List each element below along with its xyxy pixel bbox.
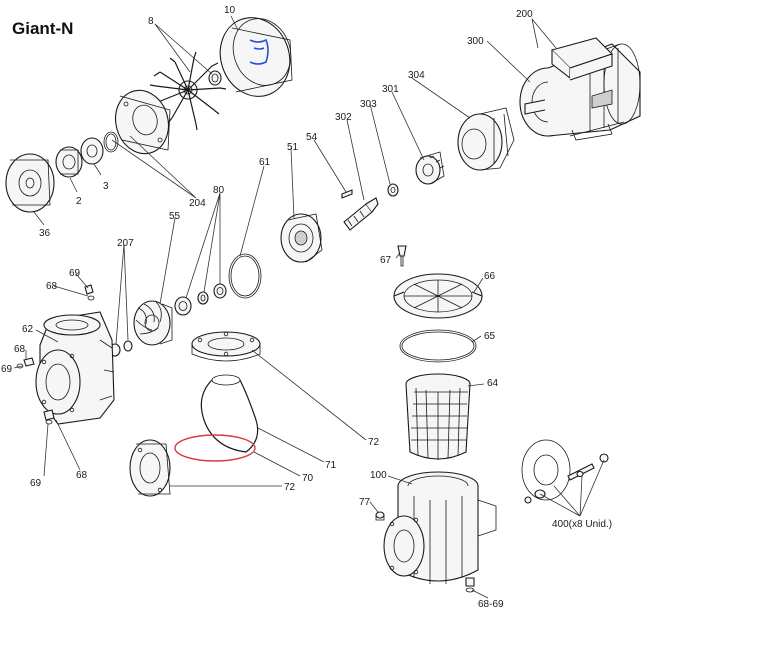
part-61-oring (228, 253, 262, 299)
label-8: 8 (148, 16, 154, 27)
part-304-adapter (457, 107, 515, 171)
part-80-seal-c (174, 296, 192, 316)
part-207-nut (109, 340, 133, 357)
label-65: 65 (484, 331, 496, 342)
label-300: 300 (467, 36, 484, 47)
label-68-69: 68-69 (478, 599, 504, 610)
part-36-end-cover (5, 153, 55, 213)
part-70-gasket (174, 434, 256, 462)
label-67: 67 (380, 255, 392, 266)
diagram-title: Giant-N (12, 19, 73, 38)
part-68-69-drain (465, 577, 475, 593)
part-65-lid-oring (399, 329, 477, 363)
label-36: 36 (39, 228, 51, 239)
label-72-upper: 72 (368, 437, 380, 448)
label-54: 54 (306, 132, 318, 143)
label-66: 66 (484, 271, 496, 282)
part-72-flange-upper (191, 331, 261, 362)
label-303: 303 (360, 99, 377, 110)
part-68-69-plug-bottom (43, 409, 55, 425)
label-3: 3 (103, 181, 109, 192)
label-62: 62 (22, 324, 34, 335)
label-304: 304 (408, 70, 425, 81)
label-61: 61 (259, 157, 271, 168)
label-68-top: 68 (46, 281, 58, 292)
part-204-housing (115, 89, 171, 155)
part-302-shaft (343, 197, 379, 231)
part-80-seal-a (213, 283, 227, 299)
leader-lines (13, 15, 605, 599)
part-3-oring (103, 131, 119, 153)
part-300-motor (519, 43, 641, 141)
label-207: 207 (117, 238, 134, 249)
part-64-basket (405, 373, 471, 460)
label-68-left: 68 (14, 344, 26, 355)
part-51-seal-plate (280, 213, 323, 263)
label-80: 80 (213, 185, 225, 196)
part-10-fan-cover (219, 17, 293, 97)
label-69-top: 69 (69, 268, 81, 279)
label-400: 400(x8 Unid.) (552, 519, 612, 530)
part-67-knob (397, 245, 407, 267)
part-55-impeller (133, 300, 173, 346)
label-70: 70 (302, 473, 314, 484)
label-10: 10 (224, 5, 236, 16)
part-72-flange-lower (129, 439, 171, 497)
label-64: 64 (487, 378, 499, 389)
label-69-left: 69 (1, 364, 13, 375)
part-8-fan (149, 51, 227, 131)
label-71: 71 (325, 460, 337, 471)
part-68-69-plug-top (84, 284, 95, 301)
part-80-seal-b (197, 291, 209, 305)
label-72-lower: 72 (284, 482, 296, 493)
part-3-bearing (80, 137, 104, 165)
part-68-69-plug-left (16, 357, 35, 369)
label-200: 200 (516, 9, 533, 20)
part-2-bearing (55, 146, 83, 178)
label-302: 302 (335, 112, 352, 123)
part-54-key (341, 189, 353, 199)
label-68-bottom: 68 (76, 470, 88, 481)
part-66-lid (393, 273, 483, 319)
part-labels: 200 300 10 8 304 301 303 302 54 51 61 80… (1, 5, 612, 610)
part-301-coupling (415, 151, 445, 185)
part-77-plug (375, 511, 385, 521)
label-69-bottom: 69 (30, 478, 42, 489)
part-400-gasket-bolts (521, 439, 609, 504)
part-200-terminal-box (550, 37, 614, 81)
part-100-strainer-body (383, 471, 497, 584)
part-62-pump-body (35, 311, 115, 425)
label-55: 55 (169, 211, 181, 222)
part-303-nut (387, 183, 399, 197)
label-77: 77 (359, 497, 371, 508)
label-100: 100 (370, 470, 387, 481)
label-2: 2 (76, 196, 82, 207)
label-51: 51 (287, 142, 299, 153)
label-204: 204 (189, 198, 206, 209)
part-71-elbow (200, 374, 259, 453)
label-301: 301 (382, 84, 399, 95)
